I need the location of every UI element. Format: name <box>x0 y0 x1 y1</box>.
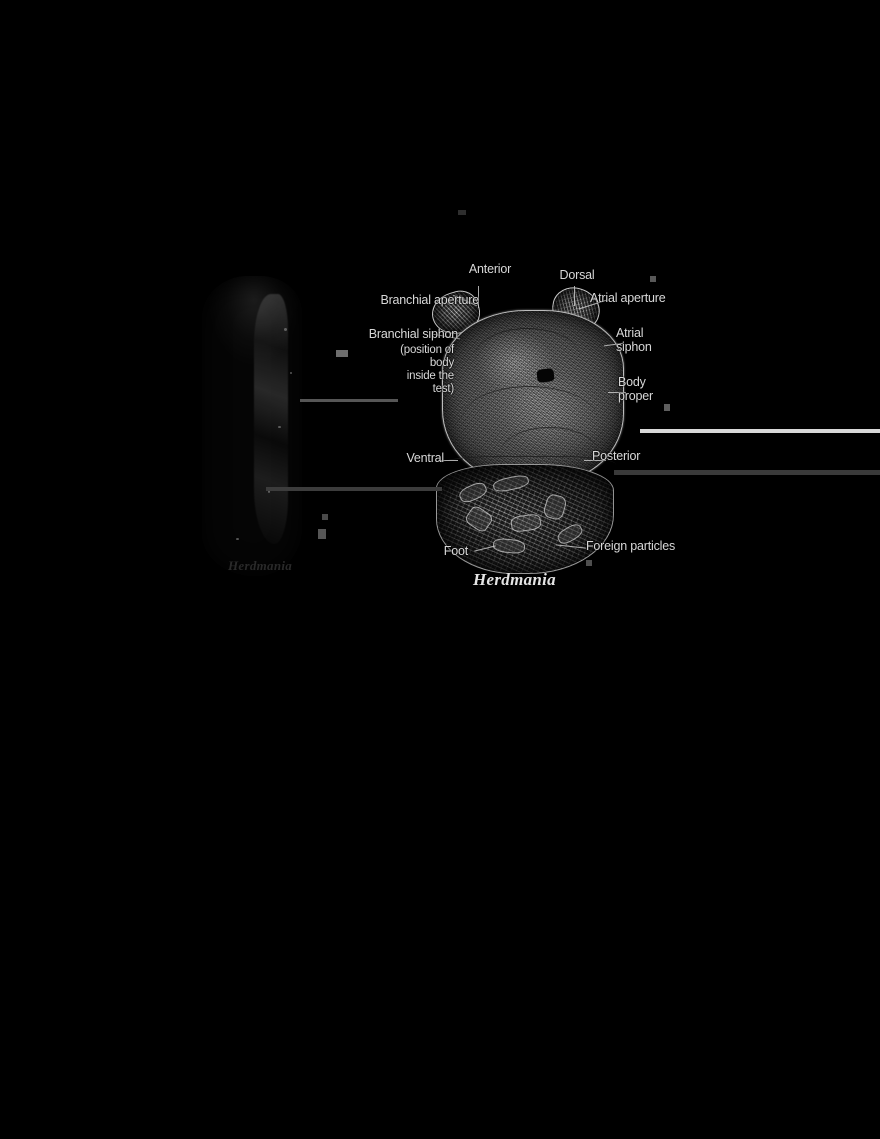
scan-artefact-block <box>664 404 670 411</box>
body-foot-junction <box>440 456 616 473</box>
scan-artefact-block <box>586 560 592 566</box>
silhouette-speck <box>268 490 270 493</box>
leader-body-proper <box>608 392 626 393</box>
foot-encrustation-texture <box>437 465 613 573</box>
left-lateral-silhouette <box>196 276 314 576</box>
label-position-note-line1: (position of <box>400 344 454 356</box>
scan-artefact-band <box>266 487 442 491</box>
leader-anterior <box>478 286 479 308</box>
label-position-note-line2: body <box>429 357 454 369</box>
surface-dark-spot <box>535 367 555 383</box>
label-branchial-siphon: Branchial siphon <box>368 327 458 341</box>
silhouette-speck <box>284 328 287 331</box>
label-foreign-particles: Foreign particles <box>586 539 676 553</box>
silhouette-body <box>202 276 302 576</box>
surface-ridge <box>475 328 580 387</box>
label-foot: Foot <box>443 544 468 558</box>
scan-artefact-block <box>650 276 656 282</box>
label-atrial-siphon: Atrial siphon <box>616 326 652 354</box>
label-position-note-line3: inside the <box>406 370 454 382</box>
leader-dorsal <box>574 286 575 306</box>
label-ventral: Ventral <box>406 451 444 465</box>
leader-ventral <box>438 460 458 461</box>
scan-artefact-block <box>322 514 328 520</box>
label-posterior: Posterior <box>592 449 641 463</box>
label-body-proper: Body proper <box>618 375 653 403</box>
right-labelled-specimen <box>424 282 638 576</box>
label-dorsal: Dorsal <box>559 268 595 282</box>
label-branchial-aperture: Branchial aperture <box>380 293 479 307</box>
surface-ridge <box>500 426 598 479</box>
species-name: Herdmania <box>473 570 556 589</box>
body-proper-shape <box>442 310 624 482</box>
scan-artefact-block <box>458 210 466 215</box>
silhouette-speck <box>278 426 281 428</box>
foot-shape <box>436 464 614 574</box>
silhouette-speck <box>290 372 292 374</box>
scan-artefact-block <box>336 350 348 357</box>
scan-artefact-band <box>640 429 880 433</box>
silhouette-highlight <box>254 294 288 544</box>
left-panel-caption: Herdmania <box>228 558 293 573</box>
label-anterior: Anterior <box>468 262 512 276</box>
scan-artefact-block <box>318 529 326 539</box>
leader-posterior <box>584 460 606 461</box>
label-atrial-aperture: Atrial aperture <box>590 291 666 305</box>
scan-artefact-band <box>300 399 398 402</box>
silhouette-speck <box>236 538 239 540</box>
scan-artefact-band <box>614 470 880 475</box>
label-position-note-line4: test) <box>432 383 455 395</box>
surface-ridge <box>461 385 598 455</box>
